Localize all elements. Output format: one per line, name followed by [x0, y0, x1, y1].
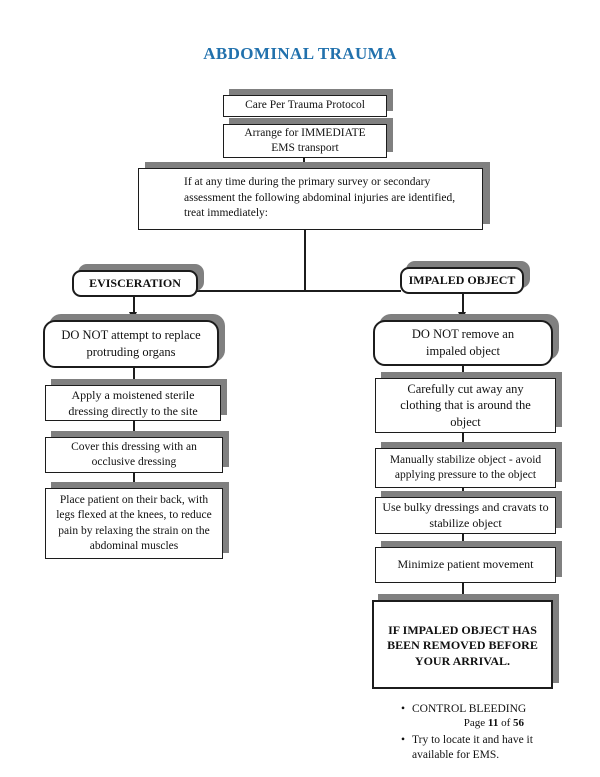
connector-left-3	[133, 473, 135, 488]
flow-box-cut-away-clothing: Carefully cut away any clothing that is …	[375, 378, 556, 433]
warning-bullet-text: CONTROL BLEEDING	[412, 703, 527, 715]
list-item: • CONTROL BLEEDING	[394, 702, 551, 717]
warning-bullet-list: • CONTROL BLEEDING • Try to locate it an…	[374, 687, 551, 777]
bullet-icon: •	[400, 703, 406, 715]
page-number-total: 56	[513, 717, 524, 729]
flow-box-object-removed-warning: IF IMPALED OBJECT HAS BEEN REMOVED BEFOR…	[372, 600, 553, 761]
page-number: Page 11 of 56	[0, 717, 524, 729]
arrowhead-down-icon	[129, 312, 137, 320]
branch-header-impaled-object: IMPALED OBJECT	[400, 267, 524, 294]
connector-branch-horizontal	[196, 290, 401, 292]
connector-right-2	[462, 433, 464, 448]
page-number-current: 11	[487, 717, 499, 729]
bullet-icon: •	[400, 733, 406, 746]
flow-box-cover-occlusive-dressing: Cover this dressing with an occlusive dr…	[45, 437, 223, 473]
connector-left-2	[133, 421, 135, 437]
connector-right-3	[462, 488, 464, 497]
connector-right-5	[462, 583, 464, 600]
flow-box-assessment-note: If at any time during the primary survey…	[138, 168, 483, 230]
connector-arrange-to-assessment	[303, 157, 305, 169]
flow-box-do-not-remove-object: DO NOT remove an impaled object	[373, 320, 553, 366]
connector-assessment-to-branch	[304, 229, 306, 291]
connector-impaled-arrow-line	[462, 294, 464, 312]
connector-right-4	[462, 534, 464, 547]
flow-box-care-per-trauma: Care Per Trauma Protocol	[223, 95, 387, 117]
connector-right-1	[462, 366, 464, 378]
flow-box-manually-stabilize: Manually stabilize object - avoid applyi…	[375, 448, 556, 488]
page-title: ABDOMINAL TRAUMA	[203, 44, 397, 63]
flow-box-bulky-dressings: Use bulky dressings and cravats to stabi…	[375, 497, 556, 534]
flow-box-minimize-movement: Minimize patient movement	[375, 547, 556, 583]
warning-heading: IF IMPALED OBJECT HAS BEEN REMOVED BEFOR…	[387, 622, 538, 668]
connector-evisceration-arrow-line	[133, 297, 135, 312]
flow-box-do-not-replace-organs: DO NOT attempt to replace protruding org…	[43, 320, 219, 368]
flow-box-apply-moistened-dressing: Apply a moistened sterile dressing direc…	[45, 385, 221, 421]
page-number-of: of	[501, 717, 511, 729]
flow-box-position-patient: Place patient on their back, with legs f…	[45, 488, 223, 559]
flow-box-arrange-ems-transport: Arrange for IMMEDIATE EMS transport	[223, 124, 387, 158]
list-item: • Try to locate it and have it available…	[394, 733, 551, 763]
arrowhead-down-icon	[458, 312, 466, 320]
warning-bullet-text: Try to locate it and have it available f…	[412, 733, 533, 761]
connector-left-1	[133, 368, 135, 385]
page-number-label: Page	[463, 717, 486, 729]
branch-header-evisceration: EVISCERATION	[72, 270, 198, 297]
